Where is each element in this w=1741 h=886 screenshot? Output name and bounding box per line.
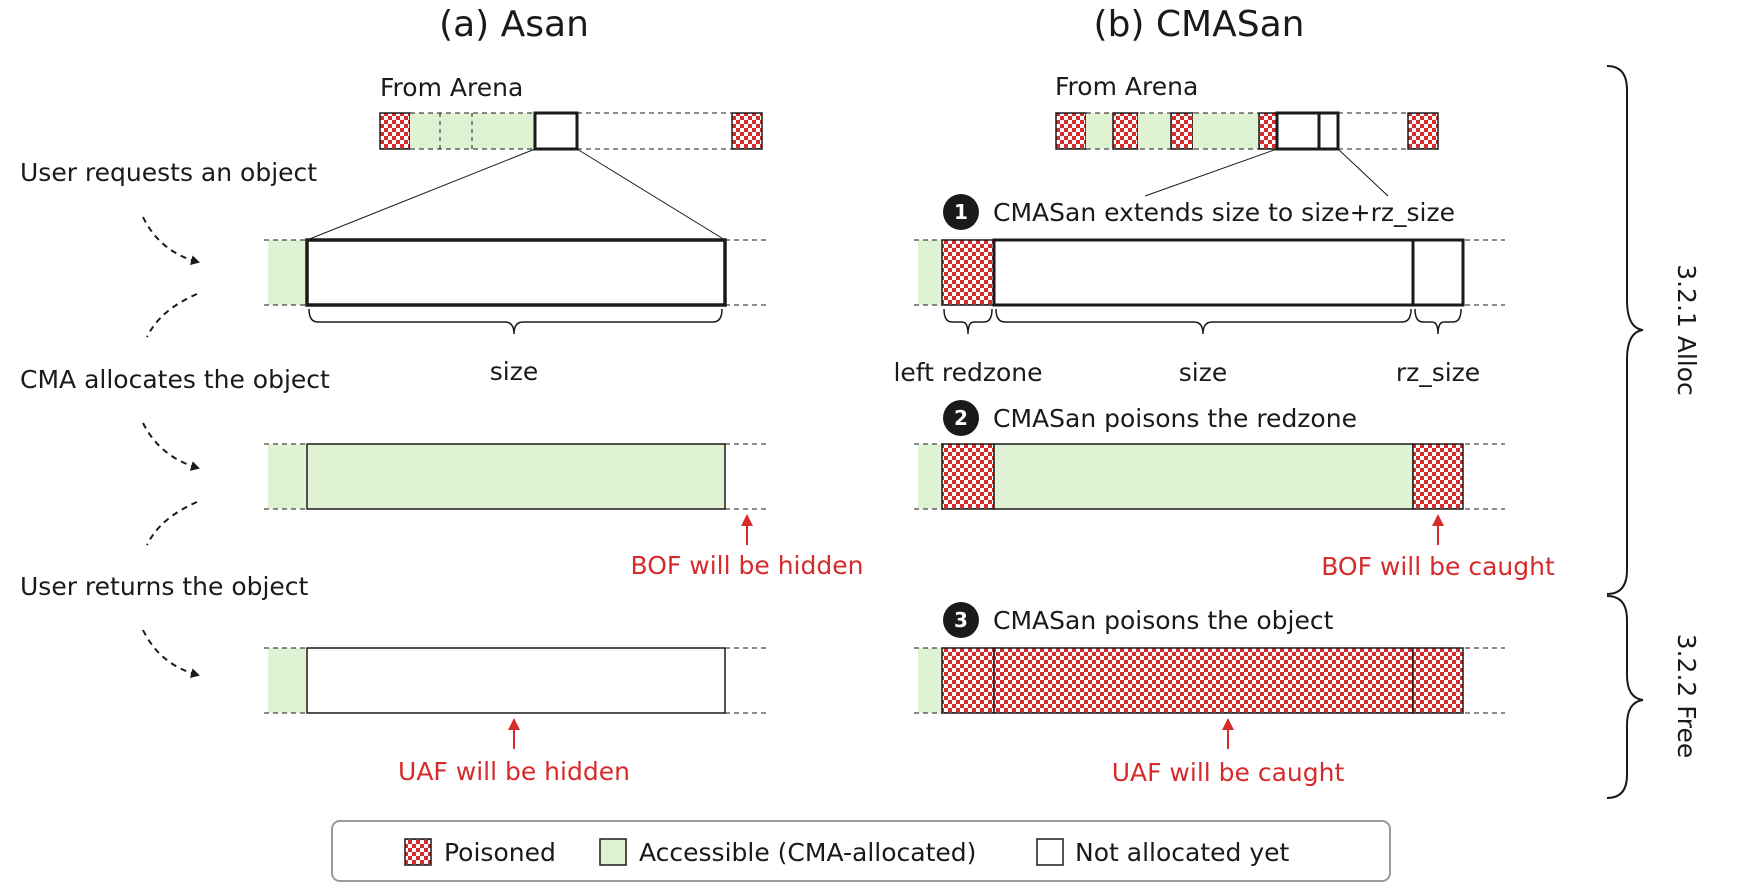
legend-not-allocated-swatch xyxy=(1036,838,1064,866)
legend-accessible-label: Accessible (CMA-allocated) xyxy=(639,838,976,867)
legend: Poisoned Accessible (CMA-allocated) Not … xyxy=(331,820,1391,882)
asan-arena-label: From Arena xyxy=(380,73,523,102)
right-redzone-box xyxy=(1412,443,1464,510)
legend-poisoned-label: Poisoned xyxy=(444,838,556,867)
arena-poison-chunk xyxy=(731,112,763,150)
right-redzone-box xyxy=(1411,238,1465,307)
flow-arrow-3 xyxy=(142,629,200,679)
left-redzone-box xyxy=(941,239,995,306)
arena-accessible-chunk xyxy=(1138,113,1171,149)
cmasan-row-request xyxy=(914,238,1505,335)
flow-arrow-2-tail xyxy=(146,501,198,546)
cmasan-row-allocate xyxy=(914,443,1505,510)
flow-arrow-1 xyxy=(142,216,200,266)
asan-row-allocate xyxy=(264,443,768,510)
free-brace xyxy=(1606,595,1644,799)
arena-poison-chunk xyxy=(1407,112,1439,150)
left-redzone-brace xyxy=(943,308,993,335)
asan-zoom-line-left xyxy=(306,148,536,241)
cmasan-bof-label: BOF will be caught xyxy=(1321,552,1555,581)
phase-return-label: User returns the object xyxy=(20,572,309,601)
legend-box xyxy=(331,820,1391,882)
cmasan-size-label: size xyxy=(1179,358,1227,387)
arena-selected-slot xyxy=(533,111,579,151)
title-asan: (a) Asan xyxy=(439,4,589,45)
asan-size-label: size xyxy=(490,357,538,386)
step-3-text: CMASan poisons the object xyxy=(993,606,1334,635)
cmasan-object-box xyxy=(993,443,1414,510)
step-1-text: CMASan extends size to size+rz_size xyxy=(993,198,1455,227)
flow-arrow-1-tail xyxy=(146,293,198,338)
asan-object-box xyxy=(306,443,726,510)
cmasan-object-box xyxy=(992,238,1415,307)
cmasan-arena-label: From Arena xyxy=(1055,72,1198,101)
step-1-badge xyxy=(943,194,979,230)
arena-poison-chunk xyxy=(1258,112,1278,150)
left-redzone-label: left redzone xyxy=(893,358,1042,387)
title-cmasan: (b) CMASan xyxy=(1094,4,1305,45)
phase-allocate-label: CMA allocates the object xyxy=(20,365,330,394)
cmasan-object-box xyxy=(993,647,1414,714)
arena-poison-chunk xyxy=(1055,112,1087,150)
section-alloc-label: 3.2.1 Alloc xyxy=(1672,264,1701,396)
arena-extended-slot xyxy=(1317,111,1340,151)
asan-uaf-label: UAF will be hidden xyxy=(398,757,630,786)
legend-poisoned-swatch xyxy=(404,838,432,866)
cmasan-arena-bar xyxy=(1055,111,1439,151)
left-redzone-box xyxy=(941,647,995,714)
asan-row-return xyxy=(264,647,768,714)
arena-poison-chunk xyxy=(379,112,411,150)
left-redzone-box xyxy=(941,443,995,510)
step-1-number: 1 xyxy=(954,200,968,224)
section-free-label: 3.2.2 Free xyxy=(1672,634,1701,759)
step-2-badge xyxy=(943,400,979,436)
cmasan-zoom-line-left xyxy=(1144,148,1278,197)
step-3-number: 3 xyxy=(954,608,968,632)
legend-accessible-swatch xyxy=(599,838,627,866)
step-3-badge xyxy=(943,602,979,638)
cmasan-zoom-line-right xyxy=(1337,148,1389,197)
step-2-number: 2 xyxy=(954,406,968,430)
cmasan-row-return xyxy=(914,647,1505,714)
flow-arrows xyxy=(142,216,200,679)
asan-bof-label: BOF will be hidden xyxy=(631,551,864,580)
flow-arrow-2 xyxy=(142,422,200,471)
arena-selected-slot xyxy=(1275,111,1321,151)
size-brace xyxy=(308,308,723,335)
asan-object-box xyxy=(305,238,727,307)
asan-object-box xyxy=(306,647,726,714)
right-redzone-box xyxy=(1412,647,1464,714)
asan-row-request xyxy=(264,238,768,335)
asan-arena-bar xyxy=(379,111,763,151)
rz-size-label: rz_size xyxy=(1396,358,1480,387)
alloc-brace xyxy=(1606,65,1644,595)
arena-poison-chunk xyxy=(1112,112,1139,150)
asan-zoom-line-right xyxy=(576,148,726,241)
step-2-text: CMASan poisons the redzone xyxy=(993,404,1357,433)
legend-not-allocated-label: Not allocated yet xyxy=(1075,838,1289,867)
phase-request-label: User requests an object xyxy=(20,158,317,187)
cmasan-uaf-label: UAF will be caught xyxy=(1112,758,1345,787)
rz-size-brace xyxy=(1414,308,1462,335)
arena-poison-chunk xyxy=(1170,112,1194,150)
size-brace xyxy=(995,308,1412,335)
arena-accessible-chunk xyxy=(1086,113,1113,149)
arena-accessible-chunk xyxy=(1193,113,1259,149)
